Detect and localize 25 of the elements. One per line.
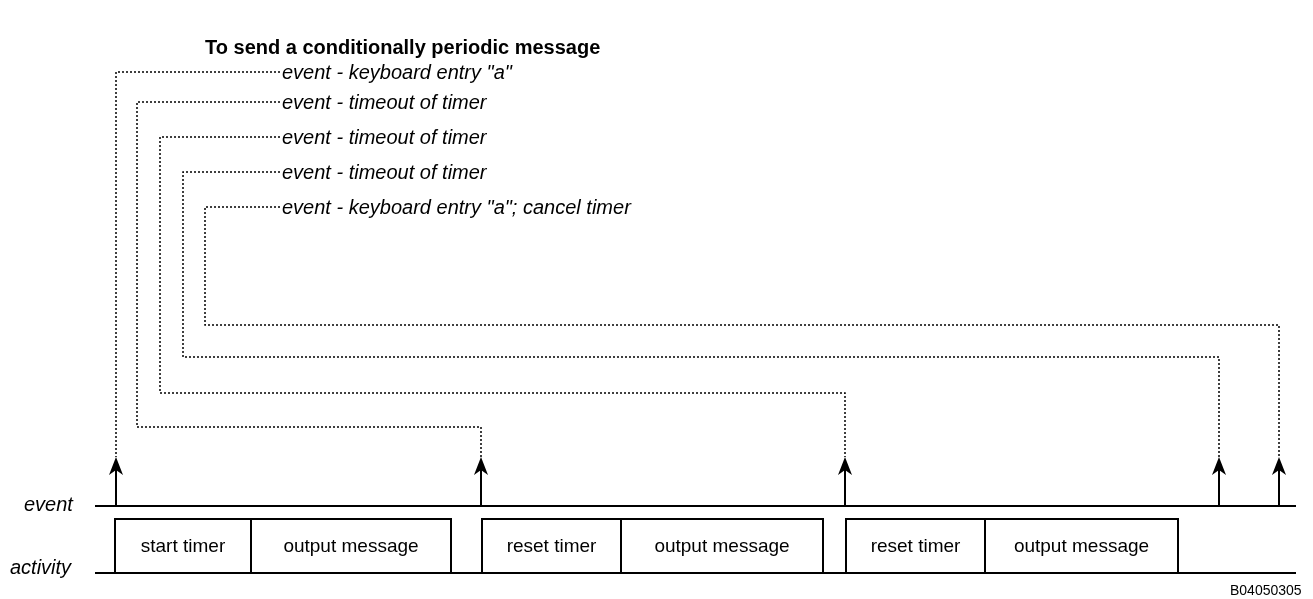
leader-line bbox=[204, 206, 1280, 458]
event-marker bbox=[837, 457, 853, 506]
activity-box: reset timer bbox=[845, 518, 986, 574]
event-label: event - timeout of timer bbox=[282, 90, 487, 114]
activity-box: output message bbox=[984, 518, 1179, 574]
event-marker bbox=[108, 457, 124, 506]
event-marker bbox=[1271, 457, 1287, 506]
diagram-title: To send a conditionally periodic message bbox=[205, 36, 601, 59]
event-marker bbox=[1211, 457, 1227, 506]
activity-box: output message bbox=[250, 518, 452, 574]
timeline-label: event bbox=[24, 493, 73, 516]
event-label: event - keyboard entry "a" bbox=[282, 60, 512, 84]
leader-line bbox=[182, 171, 1220, 458]
activity-box: output message bbox=[620, 518, 824, 574]
event-label: event - timeout of timer bbox=[282, 160, 487, 184]
leader-line bbox=[115, 71, 281, 458]
event-label: event - timeout of timer bbox=[282, 125, 487, 149]
figure-code: B04050305 bbox=[1230, 582, 1302, 598]
leader-line bbox=[136, 101, 482, 458]
leader-line bbox=[159, 136, 846, 458]
timeline-label: activity bbox=[10, 556, 72, 579]
activity-box: start timer bbox=[114, 518, 252, 574]
event-label: event - keyboard entry "a"; cancel timer bbox=[282, 195, 631, 219]
activity-box: reset timer bbox=[481, 518, 622, 574]
event-marker bbox=[473, 457, 489, 506]
